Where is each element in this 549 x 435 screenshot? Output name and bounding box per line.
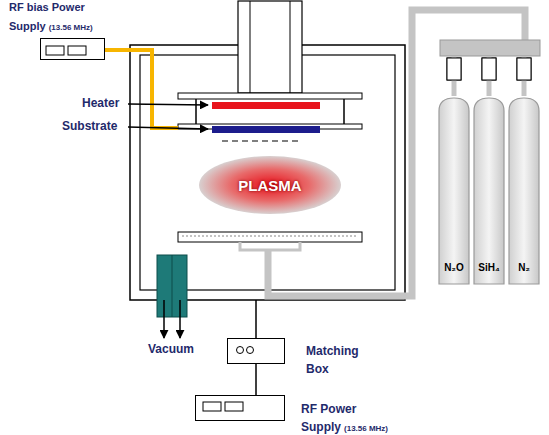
cylinder-body — [439, 98, 469, 284]
vacuum-port-line — [172, 255, 173, 317]
plasma-glow — [199, 156, 341, 214]
node-text: (13.56 MHz) — [49, 23, 93, 32]
node-caption: RF Power Supply(13.56 MHz) — [301, 399, 393, 435]
upper-plate — [178, 93, 362, 99]
supply-display — [203, 402, 221, 411]
shaft-line — [250, 1, 251, 93]
node-text: N₂ — [518, 262, 530, 273]
heater-shaft — [238, 1, 302, 93]
cylinder-shape — [508, 95, 540, 285]
gas-valve — [517, 58, 531, 80]
node-text: (13.56 MHz) — [344, 424, 388, 433]
rf-wire — [255, 300, 257, 338]
supply-display — [68, 46, 86, 55]
node-caption: Matching Box — [306, 341, 368, 378]
gas-cylinder: N₂ — [508, 95, 540, 285]
node-text: N₂O — [444, 262, 463, 273]
support-post — [343, 99, 345, 124]
gas-valve — [447, 58, 461, 80]
plasma-region: PLASMA — [198, 155, 342, 215]
showerhead-holes — [182, 236, 358, 237]
shaft-line — [290, 1, 291, 93]
gas-cylinder: SiH₄ — [473, 95, 505, 285]
gas-valve — [447, 58, 461, 80]
leader-arrow — [128, 104, 208, 105]
vacuum-arrow — [163, 300, 165, 338]
cylinder-body — [474, 98, 504, 284]
vacuum-port — [157, 255, 187, 317]
rf-cable — [255, 364, 257, 395]
part-label: Vacuum — [148, 342, 194, 356]
knob — [237, 347, 244, 354]
node-caption: SiH₄ — [473, 257, 505, 275]
heater-element — [212, 102, 320, 109]
supply-display — [225, 402, 243, 411]
cylinder-body — [509, 98, 539, 284]
supply-display — [46, 46, 64, 55]
bias-wire — [105, 50, 178, 128]
rf-power-supply: RF Power Supply(13.56 MHz) — [195, 395, 285, 421]
rf-bias-supply: RF bias Power Supply(13.56 MHz) — [40, 38, 105, 60]
node-caption: PLASMA — [198, 155, 342, 215]
vacuum-arrow — [179, 300, 181, 338]
node-text: PLASMA — [238, 177, 301, 194]
gas-manifold — [440, 40, 540, 56]
gas-valve — [482, 58, 496, 80]
node-caption: N₂O — [438, 257, 470, 275]
cylinder-shape — [438, 95, 470, 285]
part-label: Substrate — [62, 119, 117, 133]
gas-valve — [482, 58, 496, 80]
node-caption: RF bias Power Supply(13.56 MHz) — [9, 0, 109, 34]
matching-box: Matching Box — [227, 338, 285, 364]
gas-cylinder: N₂O — [438, 95, 470, 285]
node-caption: N₂ — [508, 257, 540, 275]
gas-valve — [517, 58, 531, 80]
substrate-wafer — [212, 126, 320, 133]
showerhead-electrode — [178, 232, 362, 242]
substrate-dash — [222, 140, 302, 142]
node-text: Matching Box — [306, 344, 359, 376]
node-text: SiH₄ — [478, 262, 499, 273]
knob — [247, 347, 254, 354]
support-post — [195, 99, 197, 124]
leader-arrow — [128, 127, 208, 129]
part-label: Heater — [82, 96, 119, 110]
cylinder-shape — [473, 95, 505, 285]
gas-distributor — [240, 242, 300, 250]
